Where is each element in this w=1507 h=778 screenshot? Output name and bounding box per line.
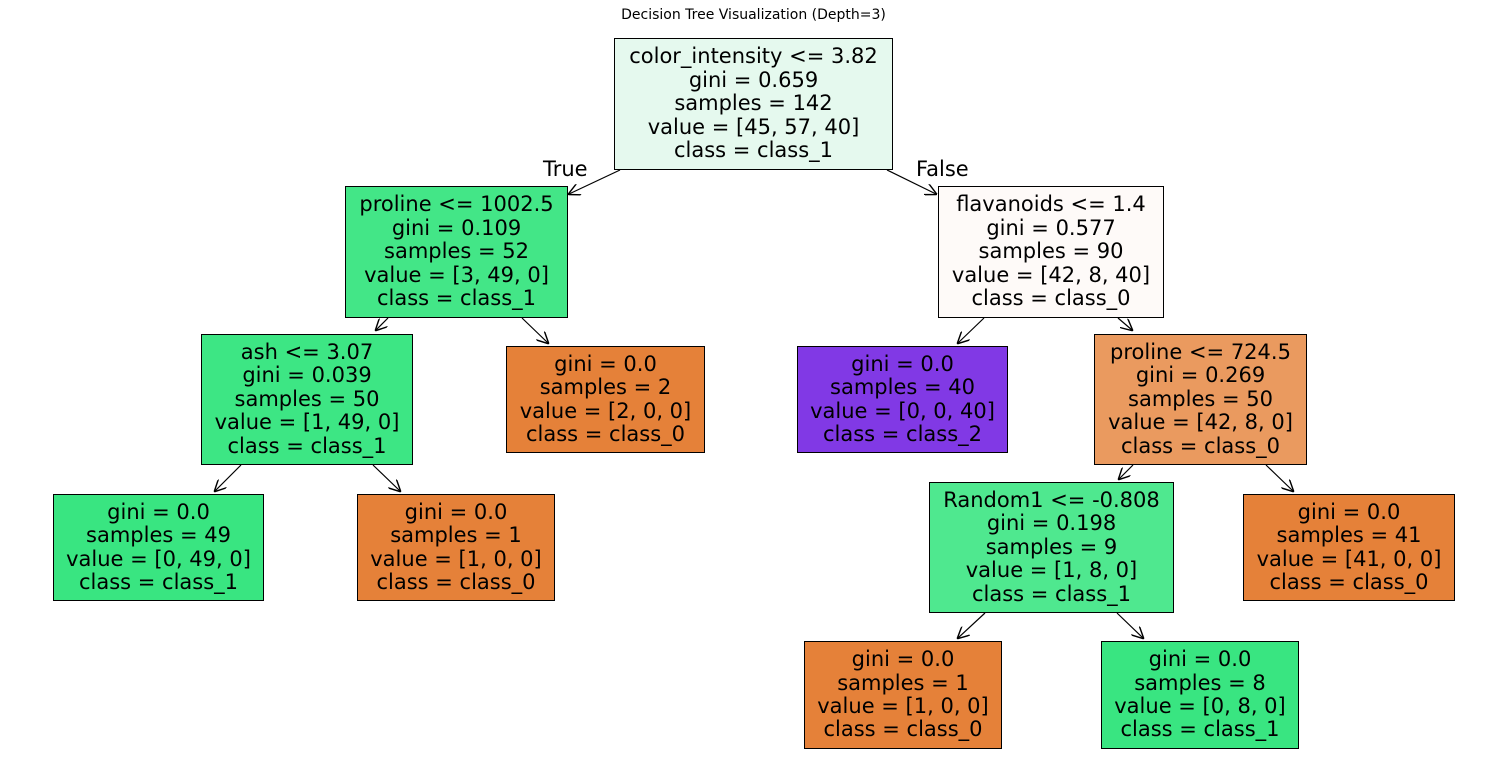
node-text-line: ash <= 3.07	[240, 339, 374, 364]
node-text-line: value = [42, 8, 0]	[1108, 410, 1293, 435]
true-branch-label: True	[543, 157, 588, 181]
tree-edge-arrow	[958, 612, 986, 638]
node-text-line: gini = 0.0	[554, 351, 657, 376]
node-text-line: gini = 0.577	[986, 215, 1116, 240]
node-text-line: proline <= 1002.5	[359, 192, 554, 217]
node-text-line: gini = 0.269	[1135, 363, 1266, 388]
node-text-line: samples = 49	[86, 523, 231, 548]
node-text-line: class = class_1	[1120, 717, 1280, 742]
node-text-line: value = [45, 57, 40]	[647, 114, 860, 139]
node-text-line: class = class_2	[822, 421, 983, 446]
node-text-line: class = class_1	[971, 581, 1132, 606]
node-text-line: class = class_0	[971, 286, 1131, 311]
node-text-line: value = [2, 0, 0]	[519, 398, 692, 423]
node-text-line: class = class_0	[1120, 433, 1281, 458]
node-text-line: gini = 0.0	[404, 499, 508, 524]
node-text-line: value = [0, 0, 40]	[810, 398, 995, 423]
tree-edge-arrow	[521, 317, 548, 343]
node-text-line: samples = 50	[1128, 386, 1273, 411]
node-text-line: class = class_1	[376, 286, 537, 311]
node-text-line: gini = 0.659	[688, 67, 819, 92]
node-text-line: gini = 0.0	[107, 499, 210, 524]
node-text-line: proline <= 724.5	[1110, 339, 1291, 364]
node-text-line: class = class_1	[78, 569, 239, 594]
tree-edge-arrow	[886, 169, 936, 194]
tree-edge-arrow	[1265, 464, 1293, 491]
node-text-line: color_intensity <= 3.82	[629, 44, 878, 69]
node-text-line: value = [1, 0, 0]	[370, 546, 542, 571]
node-text-line: value = [42, 8, 40]	[951, 262, 1151, 287]
tree-edge-arrow	[215, 464, 242, 491]
node-text-line: samples = 90	[978, 239, 1124, 264]
node-text-line: gini = 0.0	[1148, 647, 1252, 672]
node-text-line: flavanoids <= 1.4	[956, 192, 1146, 217]
node-text-line: samples = 142	[674, 91, 833, 116]
node-text-line: samples = 1	[390, 523, 522, 548]
node-text-line: gini = 0.0	[1297, 499, 1401, 524]
node-text-line: gini = 0.0	[851, 351, 954, 376]
node-text-line: value = [3, 49, 0]	[364, 262, 549, 287]
tree-edge-arrow	[372, 464, 400, 491]
tree-edge-arrow	[376, 317, 389, 330]
tree-edge-arrow	[1116, 612, 1143, 638]
node-text-line: class = class_0	[525, 421, 686, 446]
node-text-line: samples = 8	[1134, 670, 1266, 695]
node-text-line: samples = 40	[830, 375, 975, 400]
node-text-line: gini = 0.039	[242, 363, 372, 388]
false-branch-label: False	[916, 157, 969, 181]
node-text-line: value = [1, 0, 0]	[817, 694, 989, 718]
node-text-line: samples = 9	[985, 534, 1118, 559]
node-text-line: class = class_1	[227, 433, 387, 458]
node-text-line: samples = 1	[837, 670, 969, 695]
node-text-line: class = class_0	[1269, 569, 1429, 594]
node-text-line: Random1 <= -0.808	[943, 487, 1160, 512]
node-text-line: class = class_1	[673, 138, 834, 163]
node-text-line: class = class_0	[376, 569, 536, 594]
node-text-line: class = class_0	[823, 717, 983, 742]
node-text-line: value = [0, 49, 0]	[66, 546, 251, 571]
node-text-line: gini = 0.198	[986, 511, 1117, 536]
node-text-line: samples = 2	[539, 375, 672, 400]
tree-edge-arrow	[958, 317, 985, 343]
tree-edge-arrow	[569, 169, 621, 194]
node-text-line: value = [41, 0, 0]	[1256, 546, 1442, 571]
chart-title: Decision Tree Visualization (Depth=3)	[621, 7, 886, 23]
node-text-line: value = [1, 8, 0]	[965, 558, 1138, 583]
tree-edge-arrow	[1117, 317, 1132, 330]
node-text-line: samples = 41	[1276, 523, 1422, 548]
node-text-line: gini = 0.0	[851, 647, 955, 672]
node-text-line: samples = 50	[234, 386, 380, 411]
node-text-line: value = [0, 8, 0]	[1114, 694, 1286, 718]
node-text-line: gini = 0.109	[391, 215, 522, 240]
tree-edge-arrow	[1119, 464, 1134, 479]
node-text-line: value = [1, 49, 0]	[214, 410, 400, 435]
node-text-line: samples = 52	[384, 239, 529, 264]
